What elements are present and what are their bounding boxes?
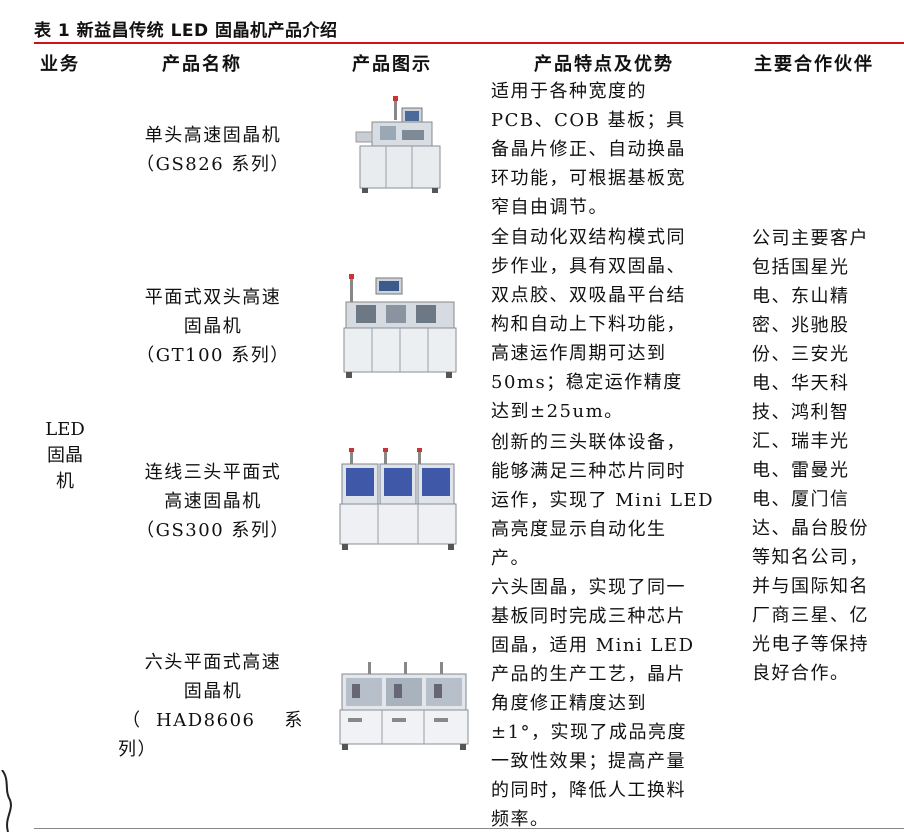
product-name-gt100: 平面式双头高速 固晶机 （GT100 系列） — [118, 283, 308, 370]
header-partners: 主要合作伙伴 — [754, 54, 874, 75]
feature-line: 达到±25um。 — [491, 401, 624, 422]
feature-line: 创新的三头联体设备， — [491, 432, 686, 453]
product-name-line: 连线三头平面式 — [144, 462, 282, 483]
feature-line: 双点胶、双吸晶平台结 — [491, 285, 686, 306]
header-product-image: 产品图示 — [352, 54, 432, 75]
partners-cell: 公司主要客户 包括国星光 电、东山精 密、兆驰股 份、三安光 电、华天科 技、鸿… — [752, 224, 902, 688]
product-name-line: 列） — [118, 739, 157, 760]
product-name-line: （GS826 系列） — [136, 154, 290, 175]
header-features: 产品特点及优势 — [534, 54, 674, 75]
partner-line: 等知名公司， — [752, 547, 869, 568]
feature-line: 适用于各种宽度的 — [491, 81, 647, 102]
feature-line: 六头固晶，实现了同一 — [491, 577, 686, 598]
feature-line: 高速运作周期可达到 — [491, 343, 667, 364]
product-name-gs300: 连线三头平面式 高速固晶机 （GS300 系列） — [118, 458, 308, 545]
product-name-line: 高速固晶机 — [164, 491, 262, 512]
product-name-line: （ HAD8606 系 — [122, 710, 304, 731]
partner-line: 包括国星光 — [752, 257, 850, 278]
feature-line: 基板同时完成三种芯片 — [491, 606, 686, 627]
partner-line: 密、兆驰股 — [752, 315, 850, 336]
feature-line: 运作，实现了 Mini LED — [491, 490, 715, 511]
feature-line: 高亮度显示自动化生 — [491, 519, 667, 540]
feature-line: 备晶片修正、自动换晶 — [491, 139, 686, 160]
feature-line: 窄自由调节。 — [491, 197, 608, 218]
feature-line: 50ms；稳定运作精度 — [491, 372, 683, 393]
product-name-line: 固晶机 — [183, 681, 243, 702]
partner-line: 公司主要客户 — [752, 228, 869, 249]
product-name-line: 固晶机 — [183, 316, 243, 337]
business-line: 机 — [56, 471, 74, 492]
feature-line: 角度修正精度达到 — [491, 693, 647, 714]
feature-line: PCB、COB 基板；具 — [491, 110, 686, 131]
partner-line: 汇、瑞丰光 — [752, 431, 850, 452]
feature-line: 全自动化双结构模式同 — [491, 227, 686, 248]
feature-line: 产品的生产工艺，晶片 — [491, 664, 686, 685]
feature-line: ±1°，实现了成品亮度 — [491, 722, 688, 743]
feature-line: 一致性效果；提高产量 — [491, 751, 686, 772]
business-line: LED — [45, 419, 85, 440]
product-name-line: （GT100 系列） — [136, 345, 290, 366]
business-cell: LED 固晶 机 — [40, 417, 90, 495]
page-edge-mark — [1, 770, 12, 832]
feature-line: 能够满足三种芯片同时 — [491, 461, 686, 482]
table-caption: 表 1 新益昌传统 LED 固晶机产品介绍 — [34, 21, 338, 41]
feature-line: 步作业，具有双固晶、 — [491, 256, 686, 277]
product-name-gs826: 单头高速固晶机 （GS826 系列） — [118, 121, 308, 179]
product-features-gs300: 创新的三头联体设备， 能够满足三种芯片同时 运作，实现了 Mini LED 高亮… — [491, 428, 731, 573]
feature-line: 频率。 — [491, 809, 550, 830]
product-name-line: 平面式双头高速 — [144, 287, 282, 308]
header-product-name: 产品名称 — [162, 54, 242, 75]
feature-line: 的同时，降低人工换料 — [491, 780, 686, 801]
partner-line: 份、三安光 — [752, 344, 850, 365]
partner-line: 电、厦门信 — [752, 489, 850, 510]
product-features-gs826: 适用于各种宽度的 PCB、COB 基板；具 备晶片修正、自动换晶 环功能，可根据… — [491, 77, 731, 222]
feature-line: 构和自动上下料功能， — [491, 314, 686, 335]
partner-line: 良好合作。 — [752, 663, 850, 684]
partner-line: 技、鸿利智 — [752, 402, 850, 423]
partner-line: 光电子等保持 — [752, 634, 869, 655]
partner-line: 电、东山精 — [752, 286, 850, 307]
product-name-line: （GS300 系列） — [136, 520, 290, 541]
partner-line: 电、雷曼光 — [752, 460, 850, 481]
machine-image-had8606 — [339, 662, 469, 750]
caption-divider — [34, 42, 904, 44]
header-business: 业务 — [40, 54, 80, 75]
product-name-line: 单头高速固晶机 — [144, 125, 282, 146]
feature-line: 固晶，适用 Mini LED — [491, 635, 695, 656]
machine-image-gt100 — [343, 274, 457, 378]
feature-line: 环功能，可根据基板宽 — [491, 168, 686, 189]
product-features-gt100: 全自动化双结构模式同 步作业，具有双固晶、 双点胶、双吸晶平台结 构和自动上下料… — [491, 223, 731, 426]
machine-image-gs826 — [355, 96, 441, 193]
machine-image-gs300 — [339, 448, 457, 550]
partner-line: 电、华天科 — [752, 373, 850, 394]
partner-line: 并与国际知名 — [752, 576, 869, 597]
partner-line: 厂商三星、亿 — [752, 605, 869, 626]
table-bottom-rule — [34, 828, 904, 829]
feature-line: 产。 — [491, 548, 530, 569]
business-line: 固晶 — [47, 445, 83, 466]
product-features-had8606: 六头固晶，实现了同一 基板同时完成三种芯片 固晶，适用 Mini LED 产品的… — [491, 573, 731, 834]
product-name-had8606: 六头平面式高速 固晶机 （ HAD8606 系 列） — [118, 648, 308, 764]
partner-line: 达、晶台股份 — [752, 518, 869, 539]
product-name-line: 六头平面式高速 — [144, 652, 282, 673]
